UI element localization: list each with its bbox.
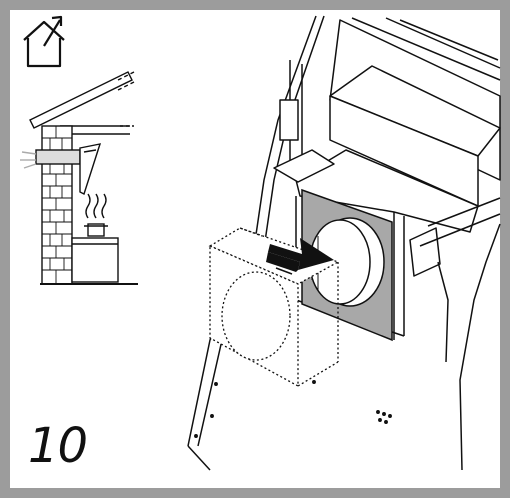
step-number: 10 xyxy=(28,418,88,474)
installation-inset xyxy=(20,71,138,285)
gasket-frame xyxy=(301,188,393,342)
hood-body xyxy=(187,15,501,471)
duct-adapter xyxy=(208,227,340,388)
push-arrow-icon xyxy=(266,238,334,275)
house-outlet-icon xyxy=(23,15,65,68)
